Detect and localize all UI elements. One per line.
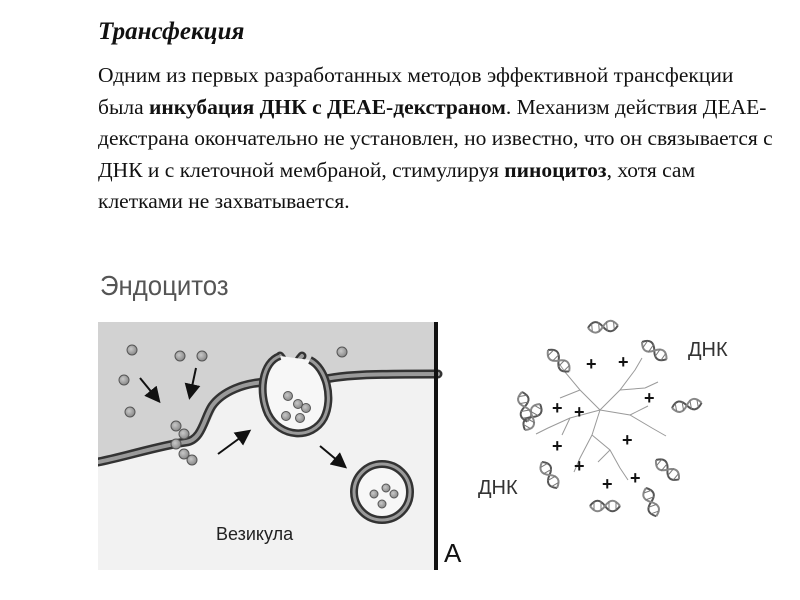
paragraph-text-1: Одним из первых разработанных методов эф… — [98, 63, 734, 119]
slide-title: Трансфекция — [98, 18, 245, 45]
paragraph-bold-pinocytosis: пиноцитоз — [504, 157, 607, 182]
endocytosis-diagram: Везикула А — [98, 322, 462, 570]
deae-dna-complex-diagram: + + + + + + + + + + ДНК ДНК — [478, 319, 728, 519]
arrow-2 — [184, 367, 201, 400]
plus-sign: + — [618, 352, 629, 372]
arrow-1 — [139, 377, 161, 404]
body-paragraph: Одним из первых разработанных методов эф… — [98, 60, 778, 218]
dna-label-bottom: ДНК — [478, 477, 518, 499]
endocytosis-heading: Эндоцитоз — [100, 270, 229, 301]
positive-charges: + + + + + + + + + + — [552, 352, 655, 494]
dna-label-top: ДНК — [688, 339, 728, 361]
plus-sign: + — [630, 468, 641, 488]
plus-sign: + — [622, 430, 633, 450]
paragraph-text-2: . Механизм действия ДЕАЕ-декстрана оконч… — [98, 94, 773, 182]
plus-sign: + — [574, 402, 585, 422]
arrow-4 — [319, 445, 348, 469]
plus-sign: + — [574, 456, 585, 476]
plus-sign: + — [586, 354, 597, 374]
pocket-particles — [281, 391, 311, 423]
panel-divider — [434, 322, 438, 570]
plus-sign: + — [602, 474, 613, 494]
plus-sign: + — [644, 388, 655, 408]
arrow-3 — [217, 429, 252, 455]
plus-sign: + — [552, 436, 563, 456]
free-particles — [118, 344, 348, 466]
dextran-polymer — [535, 357, 667, 481]
cytoplasm — [98, 373, 438, 570]
vesicle — [350, 460, 414, 524]
paragraph-text-3: , хотя сам клетками не захватывается. — [98, 157, 696, 214]
vesicle-label: Везикула — [216, 524, 294, 544]
panel-letter: А — [444, 538, 462, 568]
paragraph-bold-deae: инкубация ДНК с ДЕАЕ-декстраном — [149, 94, 506, 119]
plus-sign: + — [552, 398, 563, 418]
